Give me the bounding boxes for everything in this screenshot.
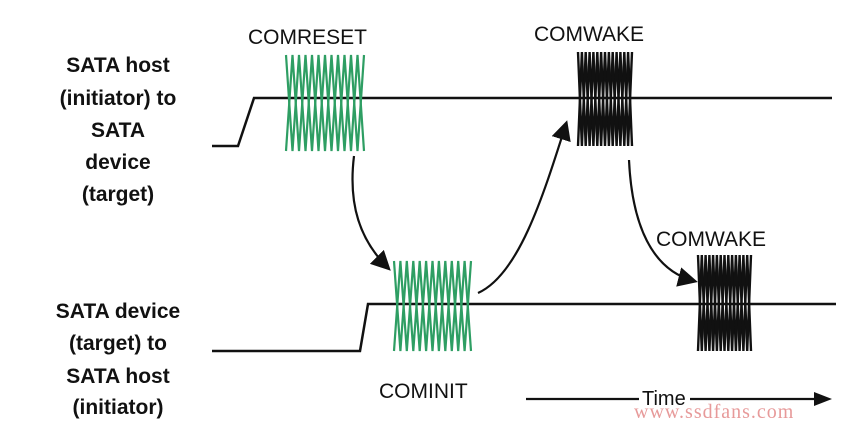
time-axis: Time <box>526 388 832 410</box>
comreset-burst <box>284 54 366 152</box>
comwake-to-comwake-arrow <box>627 159 698 287</box>
burst-waveform <box>576 51 634 147</box>
comreset-label: COMRESET <box>248 26 367 49</box>
burst-waveform <box>392 260 473 352</box>
burst-waveform <box>696 254 753 352</box>
host-label-line: SATA <box>91 119 145 142</box>
host-label-line: (initiator) to <box>60 87 177 110</box>
cominit-label: COMINIT <box>379 380 468 403</box>
burst-waveform <box>576 51 634 147</box>
burst-waveform <box>392 260 473 352</box>
watermark: www.ssdfans.com <box>634 401 794 423</box>
comwake-device-burst <box>696 254 753 352</box>
burst-waveform <box>284 54 366 152</box>
host-to-device-label: SATA host (initiator) to SATA device (ta… <box>60 54 177 206</box>
comwake-host-label: COMWAKE <box>534 23 644 46</box>
burst-waveform <box>284 54 366 152</box>
host-label-line: (target) <box>82 183 154 206</box>
time-arrowhead-icon <box>814 392 832 406</box>
comwake-device-label: COMWAKE <box>656 228 766 251</box>
cominit-burst <box>392 260 473 352</box>
comreset-to-cominit-arrow <box>351 155 391 271</box>
host-label-line: SATA host <box>66 54 169 77</box>
device-label-line: (target) to <box>69 332 167 355</box>
cominit-to-comwake-arrow <box>477 120 571 295</box>
burst-waveform <box>696 254 753 352</box>
time-label: Time <box>642 388 686 410</box>
device-signal-line <box>212 302 836 353</box>
comwake-host-burst <box>576 51 634 147</box>
device-label-line: SATA device <box>56 300 180 323</box>
device-label-line: SATA host <box>66 365 169 388</box>
device-to-host-label: SATA device (target) to SATA host (initi… <box>56 300 180 419</box>
device-label-line: (initiator) <box>73 396 164 419</box>
host-signal-line <box>212 96 832 148</box>
host-label-line: device <box>85 151 150 174</box>
